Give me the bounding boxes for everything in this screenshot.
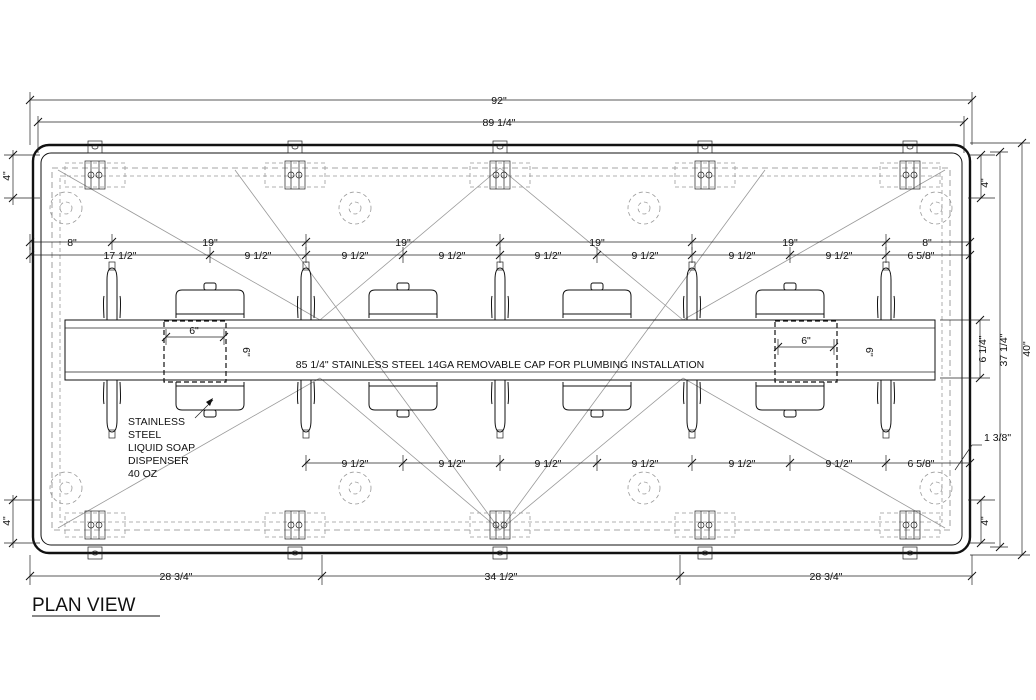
leg-bracket: [674, 140, 736, 190]
soap-dispenser: [755, 282, 825, 418]
dim-overall-width: 92": [491, 95, 507, 107]
dim-top-last: 6 5/8": [907, 250, 934, 262]
dim-faucet-bottom-6: 9 1/2": [825, 458, 852, 470]
dim-inner-width: 89 1/4": [483, 117, 516, 129]
drain-circles: [49, 191, 953, 505]
dim-faucet-bottom-4: 9 1/2": [631, 458, 658, 470]
dimension-lines: [4, 92, 1030, 585]
soap-dispenser: [368, 282, 438, 418]
soap-box-right: [774, 320, 838, 383]
leg-bracket: [674, 510, 736, 560]
drawing-title: PLAN VIEW: [32, 595, 136, 616]
dim-bottom-mid: 34 1/2": [485, 571, 518, 583]
dim-bottom-right: 28 3/4": [810, 571, 843, 583]
dim-box-left-h: 6": [240, 347, 252, 357]
dim-faucet-top-2: 9 1/2": [341, 250, 368, 262]
faucet: [297, 261, 315, 439]
dim-outer-height: 40": [1021, 341, 1033, 357]
sink-outer-outline: [31, 143, 972, 555]
dim-faucet-top-1: 9 1/2": [244, 250, 271, 262]
soap-note-line-3: LIQUID SOAP: [128, 442, 195, 454]
dim-box-left-w: 6": [189, 325, 199, 337]
leg-brackets: [64, 140, 941, 560]
removable-cap: [64, 319, 936, 381]
soap-dispenser-note: STAINLESS STEEL LIQUID SOAP DISPENSER 40…: [128, 416, 195, 480]
dim-faucet-top-4: 9 1/2": [534, 250, 561, 262]
leg-bracket: [469, 140, 531, 190]
dim-faucet-bottom-1: 9 1/2": [341, 458, 368, 470]
dim-faucet-top-7: 9 1/2": [825, 250, 852, 262]
faucet: [877, 261, 895, 439]
dim-faucet-top-6: 9 1/2": [728, 250, 755, 262]
soap-note-line-1: STAINLESS: [128, 416, 185, 428]
cap-label: 85 1/4" STAINLESS STEEL 14GA REMOVABLE C…: [296, 359, 705, 371]
leg-bracket: [264, 510, 326, 560]
leg-bracket: [64, 140, 126, 190]
soap-note-line-5: 40 OZ: [128, 468, 158, 480]
dim-box-right-w: 6": [801, 335, 811, 347]
dim-bottom-last: 6 5/8": [907, 458, 934, 470]
sink-inner-outline: [40, 152, 963, 546]
bowl-hidden-outline: [51, 167, 951, 531]
soap-dispenser: [175, 282, 245, 418]
dim-inner-height: 37 1/4": [998, 333, 1010, 366]
leg-bracket: [469, 510, 531, 560]
dim-faucet-bottom-5: 9 1/2": [728, 458, 755, 470]
dim-leg-offset-tr: 4": [979, 178, 991, 188]
dim-leg-offset-br: 4": [979, 516, 991, 526]
faucet: [683, 261, 701, 439]
faucet: [103, 261, 121, 439]
dim-bowl-spacing-2: 19": [395, 237, 411, 249]
dim-bowl-spacing-3: 19": [589, 237, 605, 249]
dim-leg-offset-bl: 4": [1, 516, 13, 526]
soap-note-line-2: STEEL: [128, 429, 161, 441]
soap-box-left: [163, 320, 227, 383]
dim-box-right-h: 6": [863, 347, 875, 357]
soap-note-line-4: DISPENSER: [128, 455, 189, 467]
dim-faucet-top-3: 9 1/2": [438, 250, 465, 262]
dim-bottom-left: 28 3/4": [160, 571, 193, 583]
dim-edge-offset: 1 3/8": [984, 432, 1011, 444]
dim-cap-depth: 6 1/4": [977, 335, 989, 362]
leg-bracket: [64, 510, 126, 560]
slope-lines: [57, 167, 946, 531]
dim-faucet-top-5: 9 1/2": [631, 250, 658, 262]
dim-bowl-spacing-1: 19": [202, 237, 218, 249]
dim-top-first: 17 1/2": [104, 250, 137, 262]
dim-faucet-bottom-3: 9 1/2": [534, 458, 561, 470]
soap-dispenser: [562, 282, 632, 418]
leg-bracket: [264, 140, 326, 190]
leg-bracket: [879, 510, 941, 560]
dim-bowl-spacing-4: 19": [782, 237, 798, 249]
bowl-hidden-inner: [59, 175, 943, 523]
dim-end-left: 8": [67, 237, 77, 249]
faucet: [491, 261, 509, 439]
soap-dispensers: [175, 282, 825, 418]
dim-end-right: 8": [922, 237, 932, 249]
dimension-ticks: [25, 234, 975, 471]
dim-faucet-bottom-2: 9 1/2": [438, 458, 465, 470]
faucets: [103, 261, 895, 439]
leg-bracket: [879, 140, 941, 190]
dim-leg-offset-tl: 4": [1, 171, 13, 181]
